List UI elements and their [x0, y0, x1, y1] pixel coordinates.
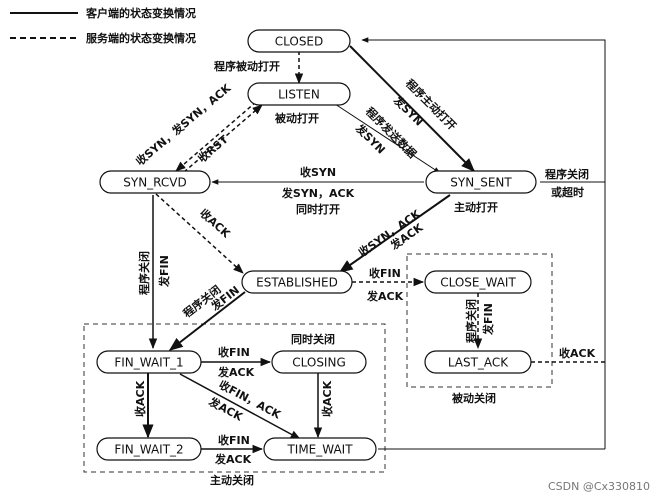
- state-syn-rcvd: SYN_RCVD: [99, 170, 211, 194]
- label-active-open: 主动打开: [454, 200, 498, 214]
- label-fw2-send-ack: 发ACK: [214, 452, 252, 466]
- edge-listen-synrcvd: [175, 101, 257, 172]
- edge-synrcvd-listen: [183, 104, 263, 173]
- label-fw2-recv-fin: 收FIN: [218, 433, 250, 447]
- legend-server-label: 服务端的状态变换情况: [86, 31, 196, 45]
- state-close-wait: CLOSE_WAIT: [424, 270, 532, 294]
- edge-synrcvd-established: [155, 193, 244, 274]
- label-recv-rst: 收RST: [195, 132, 231, 165]
- state-established: ESTABLISHED: [241, 270, 353, 294]
- state-closed: CLOSED: [247, 29, 351, 53]
- state-fin-wait-1-label: FIN_WAIT_1: [114, 356, 183, 370]
- label-fw1-recv-fin: 收FIN: [218, 345, 250, 359]
- label-sim-open: 同时打开: [296, 202, 340, 216]
- state-time-wait: TIME_WAIT: [263, 437, 377, 461]
- label-lastack-recv-ack: 收ACK: [559, 346, 596, 360]
- state-closing: CLOSING: [271, 350, 367, 374]
- label-app-close-1: 程序关闭: [545, 167, 589, 181]
- label-est-send-ack: 发ACK: [366, 289, 404, 303]
- watermark: CSDN @Cx330810: [548, 480, 650, 493]
- state-syn-sent-label: SYN_SENT: [450, 176, 512, 190]
- state-syn-sent: SYN_SENT: [425, 170, 537, 194]
- state-fin-wait-2-label: FIN_WAIT_2: [114, 443, 183, 457]
- label-recv-syn-send-synack: 收SYN，发SYN，ACK: [133, 81, 234, 169]
- label-fw1-send-ack: 发ACK: [217, 365, 255, 379]
- edge-synsent-closed: [361, 37, 606, 183]
- state-fin-wait-1: FIN_WAIT_1: [96, 350, 202, 374]
- label-rcvd-app-close: 程序关闭: [137, 251, 151, 295]
- edge-listen-synsent: [334, 103, 441, 174]
- label-active-close: 主动关闭: [210, 473, 254, 487]
- legend: 客户端的状态变换情况 服务端的状态变换情况: [10, 6, 196, 45]
- label-passive-open-app: 程序被动打开: [214, 59, 280, 73]
- label-rcvd-send-fin: 发FIN: [157, 255, 171, 288]
- passive-close-box: [406, 253, 553, 388]
- label-passive-close: 被动关闭: [452, 391, 496, 405]
- legend-client-label: 客户端的状态变换情况: [85, 6, 196, 20]
- label-closing-recv-ack: 收ACK: [320, 380, 334, 417]
- label-sim-close: 同时关闭: [291, 332, 335, 346]
- label-est-recv-fin: 收FIN: [369, 266, 401, 280]
- state-listen-label: LISTEN: [278, 88, 320, 102]
- state-closed-label: CLOSED: [275, 35, 324, 49]
- edge-established-finwait1: [168, 291, 246, 351]
- edge-finwait1-timewait: [179, 373, 301, 440]
- label-app-close-2: 或超时: [551, 185, 584, 199]
- state-syn-rcvd-label: SYN_RCVD: [123, 176, 187, 190]
- active-close-box: [83, 323, 386, 473]
- state-time-wait-label: TIME_WAIT: [286, 443, 353, 457]
- label-recv-ack-rcvd: 收ACK: [197, 206, 234, 241]
- edge-synsent-established: [338, 194, 451, 273]
- edge-closed-synsent: [349, 45, 475, 172]
- state-established-label: ESTABLISHED: [256, 276, 338, 290]
- label-cw-send-fin: 发FIN: [481, 303, 495, 336]
- label-sim-recv-syn: 收SYN: [300, 165, 336, 179]
- state-closing-label: CLOSING: [292, 356, 346, 370]
- state-last-ack: LAST_ACK: [424, 350, 532, 374]
- state-close-wait-label: CLOSE_WAIT: [440, 276, 516, 290]
- state-last-ack-label: LAST_ACK: [448, 356, 509, 370]
- label-passive-open: 被动打开: [275, 111, 319, 125]
- state-fin-wait-2: FIN_WAIT_2: [96, 437, 202, 461]
- label-sim-send-synack: 发SYN，ACK: [281, 186, 355, 200]
- label-fw1-recv-ack: 收ACK: [133, 380, 147, 417]
- label-cw-app-close: 程序关闭: [464, 299, 478, 343]
- state-listen: LISTEN: [247, 82, 351, 106]
